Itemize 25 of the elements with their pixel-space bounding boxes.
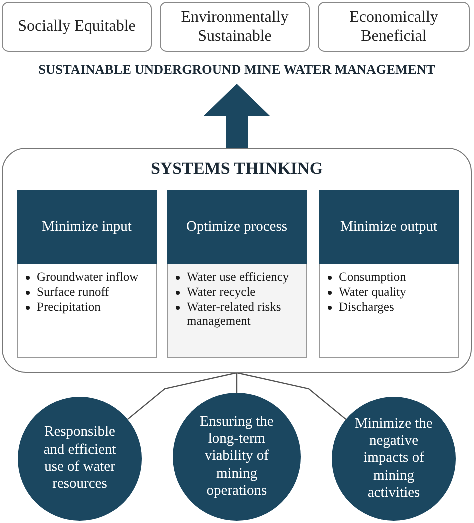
goal-circle: Responsible and efficient use of water resources [18,397,142,521]
list-item: Water quality [339,284,406,299]
goal-box: Socially Equitable [2,2,152,52]
goal-circle: Ensuring the long-term viability of mining operations [173,393,301,521]
column-header: Minimize input [17,190,157,264]
panel-title: SYSTEMS THINKING [150,159,324,179]
connector-line [127,372,238,420]
list-item: Surface runoff [37,284,110,299]
column-header: Minimize output [319,190,459,264]
goal-circle: Minimize the negative impacts of mining activities [332,397,456,521]
goal-box: Environmentally Sustainable [160,2,310,52]
list-item: Precipitation [37,300,101,314]
column-header: Optimize process [167,190,307,264]
list-item: Water-related risks management [187,300,282,328]
connector-line [236,373,238,393]
list-item: Groundwater inflow [37,270,139,284]
heading-text: SUSTAINABLE UNDERGROUND MINE WATER MANAGEMENT [0,62,474,80]
block-arrow [204,84,270,148]
list-item: Water recycle [187,284,256,299]
goal-box: Economically Beneficial [318,2,470,52]
group-panel [2,148,472,373]
list-item: Water use efficiency [187,270,290,284]
connector-line [236,372,347,420]
list-item: Consumption [339,270,406,284]
list-item: Discharges [339,300,394,314]
